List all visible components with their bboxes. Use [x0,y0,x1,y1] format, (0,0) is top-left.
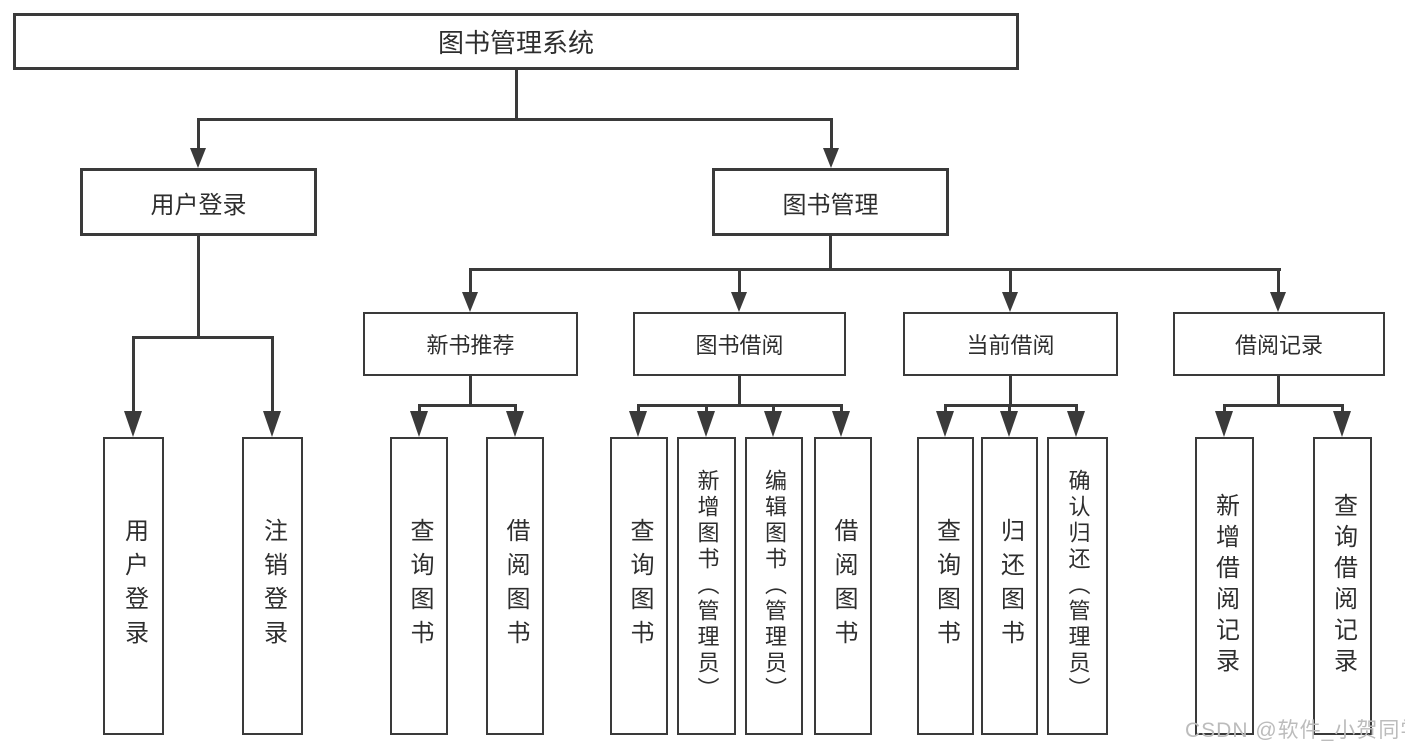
node-library-management-system: 图书管理系统 [13,13,1019,70]
node-user-login: 用户登录 [80,168,317,236]
arrowhead-br-leaf-2 [1333,411,1351,437]
leaf-label: 注销登录 [259,518,287,654]
connector-borrow-records-stem [1277,376,1280,406]
arrowhead-leaf-login [124,411,142,437]
leaf-query-borrow-record: 查询借阅记录 [1313,437,1372,735]
leaf-borrow-books-recommend: 借阅图书 [486,437,544,735]
arrowhead-bb-leaf-2 [697,411,715,437]
arrowhead-borrowing-records [1270,292,1286,312]
node-borrowing-records: 借阅记录 [1173,312,1385,376]
connector-to-nb-leaf-1 [418,404,421,412]
connector-to-book-borrowing [738,268,741,294]
leaf-query-books-recommend: 查询图书 [390,437,448,735]
leaf-label: 新增图书（管理员） [694,469,720,703]
connector-to-book-management [830,118,833,150]
connector-to-bb-leaf-3 [772,404,775,412]
connector-to-leaf-login [132,336,135,411]
connector-book-borrow-stem [738,376,741,406]
connector-current-borrow-bar [944,404,1078,407]
leaf-add-borrow-record: 新增借阅记录 [1195,437,1254,735]
node-label: 图书管理 [782,191,879,219]
arrowhead-cb-leaf-3 [1067,411,1085,437]
arrowhead-book-management [823,148,839,168]
leaf-query-books-current: 查询图书 [917,437,974,735]
arrowhead-bb-leaf-4 [832,411,850,437]
arrowhead-nb-leaf-1 [410,411,428,437]
node-label: 用户登录 [150,191,247,219]
leaf-add-books-admin: 新增图书（管理员） [677,437,736,735]
arrowhead-leaf-logout [263,411,281,437]
arrowhead-new-book [462,292,478,312]
connector-current-borrow-stem [1009,376,1012,406]
connector-to-bb-leaf-2 [705,404,708,412]
connector-to-user-login [197,118,200,150]
leaf-logout: 注销登录 [242,437,303,735]
leaf-label: 编辑图书（管理员） [762,469,787,703]
node-label: 借阅记录 [1234,333,1323,358]
connector-to-cb-leaf-3 [1075,404,1078,412]
connector-root-bar [197,118,833,121]
connector-to-new-book [469,268,472,294]
connector-root-stem [515,70,518,120]
arrowhead-book-borrowing [731,292,747,312]
leaf-confirm-return-admin: 确认归还（管理员） [1047,437,1108,735]
connector-to-nb-leaf-2 [514,404,517,412]
connector-borrow-records-bar [1223,404,1343,407]
leaf-label: 查询图书 [626,518,653,654]
leaf-edit-books-admin: 编辑图书（管理员） [745,437,803,735]
connector-user-login-bar [132,336,274,339]
connector-book-mgmt-bar [469,268,1281,271]
connector-book-borrow-bar [637,404,843,407]
connector-to-cb-leaf-1 [944,404,947,412]
connector-to-cb-leaf-2 [1008,404,1011,412]
leaf-return-books: 归还图书 [981,437,1038,735]
leaf-borrow-books: 借阅图书 [814,437,872,735]
connector-new-book-stem [469,376,472,406]
connector-to-bb-leaf-4 [840,404,843,412]
arrowhead-cb-leaf-1 [936,411,954,437]
csdn-watermark: CSDN @软件_小贺同学 [1185,719,1405,742]
arrowhead-cb-leaf-2 [1000,411,1018,437]
leaf-label: 归还图书 [996,518,1024,654]
leaf-query-books-borrow: 查询图书 [610,437,668,735]
connector-to-br-leaf-1 [1223,404,1226,412]
leaf-label: 查询图书 [406,518,433,654]
arrowhead-br-leaf-1 [1215,411,1233,437]
leaf-label: 用户登录 [120,518,148,654]
node-label: 图书借阅 [695,333,784,358]
leaf-label: 查询图书 [932,518,960,654]
arrowhead-user-login [190,148,206,168]
leaf-label: 新增借阅记录 [1211,493,1239,679]
connector-user-login-stem [197,236,200,338]
arrowhead-bb-leaf-1 [629,411,647,437]
leaf-user-login: 用户登录 [103,437,164,735]
leaf-label: 查询借阅记录 [1329,493,1357,679]
connector-new-book-bar [418,404,517,407]
node-current-borrowing: 当前借阅 [903,312,1118,376]
arrowhead-current-borrowing [1002,292,1018,312]
arrowhead-nb-leaf-2 [506,411,524,437]
node-new-book-recommend: 新书推荐 [363,312,578,376]
connector-to-bb-leaf-1 [637,404,640,412]
connector-to-current-borrowing [1009,268,1012,294]
connector-to-borrowing-records [1277,268,1280,294]
connector-to-br-leaf-2 [1341,404,1344,412]
node-label: 当前借阅 [966,333,1055,358]
connector-book-mgmt-stem [829,236,832,270]
node-label: 新书推荐 [426,333,515,358]
leaf-label: 借阅图书 [830,518,857,654]
node-book-borrowing: 图书借阅 [633,312,846,376]
leaf-label: 借阅图书 [502,518,529,654]
node-book-management: 图书管理 [712,168,949,236]
node-label: 图书管理系统 [437,28,594,58]
arrowhead-bb-leaf-3 [764,411,782,437]
connector-to-leaf-logout [271,336,274,411]
leaf-label: 确认归还（管理员） [1065,469,1091,703]
